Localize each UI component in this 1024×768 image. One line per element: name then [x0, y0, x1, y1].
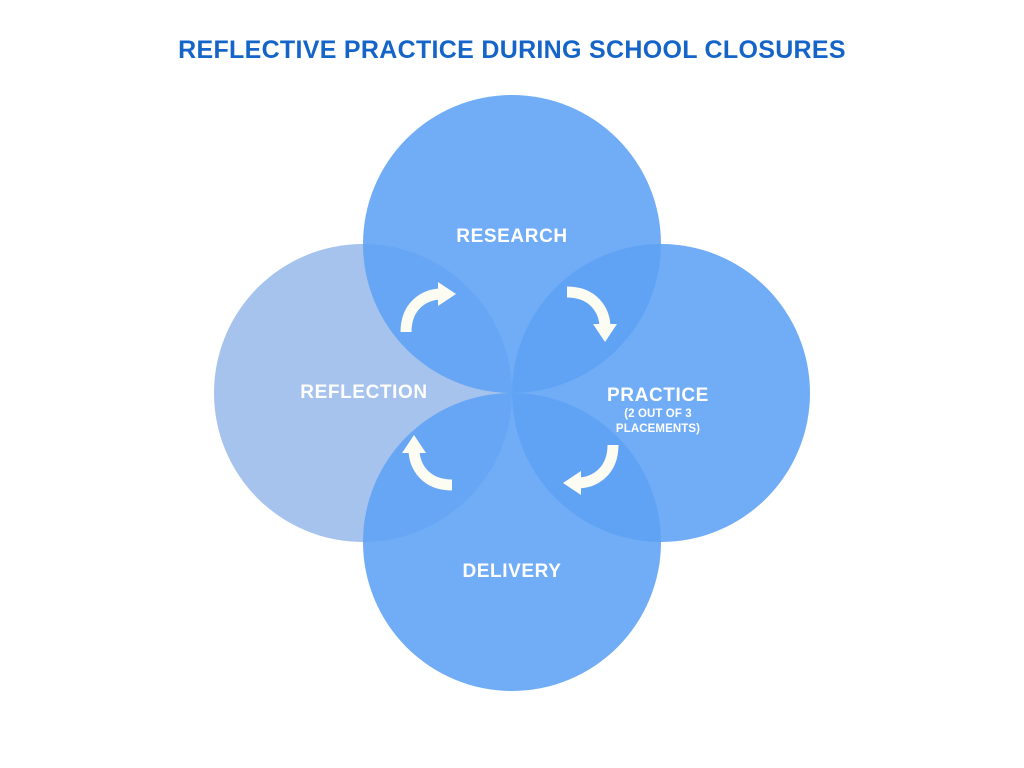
- arrow-practice-to-delivery: [563, 444, 619, 495]
- arrow-reflection-to-research: [400, 282, 456, 333]
- page-title: REFLECTIVE PRACTICE DURING SCHOOL CLOSUR…: [178, 36, 846, 64]
- arrow-research-to-practice: [566, 286, 617, 342]
- arrow-delivery-to-reflection: [402, 435, 453, 491]
- circle-delivery[interactable]: [363, 393, 661, 691]
